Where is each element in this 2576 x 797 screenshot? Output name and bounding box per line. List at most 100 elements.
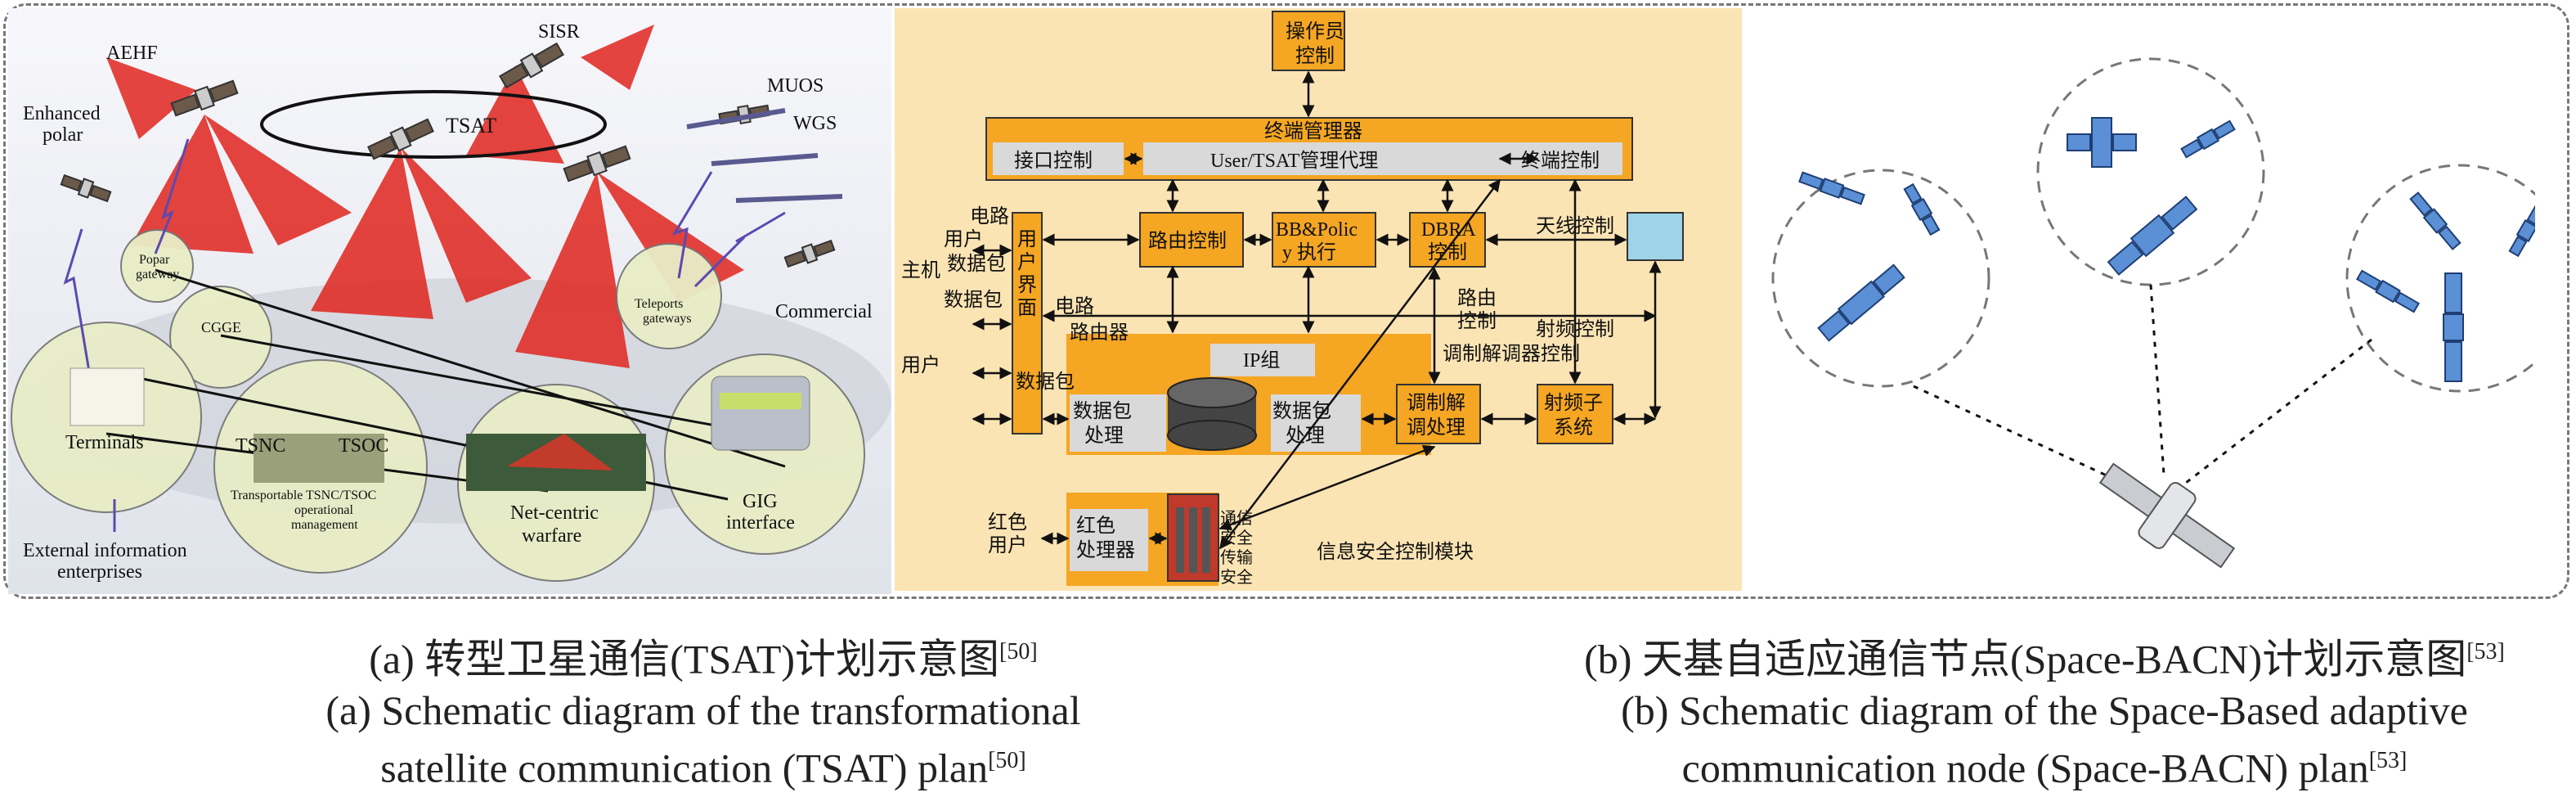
lbl-comsec-2: 安全 [1220, 529, 1253, 547]
label-transportable-1: Transportable TSNC/TSOC [231, 489, 376, 502]
lbl-antenna-ctrl: 天线控制 [1536, 215, 1614, 237]
lbl-red-proc-1: 红色 [1076, 515, 1115, 537]
label-popar: Popar [139, 253, 170, 267]
blue-links [63, 138, 786, 532]
lbl-modem-b: 调处理 [1407, 417, 1465, 439]
lbl-packet-1: 数据包 [947, 253, 1006, 275]
label-enhanced: Enhanced [23, 103, 101, 124]
dashed-frame [3, 3, 2569, 599]
lbl-rf-ctrl: 射频控制 [1536, 318, 1614, 340]
lbl-dbra-1: DBRA [1421, 219, 1476, 241]
router-disk-icon [1167, 377, 1257, 451]
caption-left-en-1: (a) Schematic diagram of the transformat… [325, 687, 1081, 733]
lbl-operator-1: 操作员 [1286, 20, 1344, 43]
tsat-ring [260, 90, 607, 159]
lbl-modem-ctrl: 调制解调器控制 [1443, 343, 1580, 365]
caption-left-cn: (a) 转型卫星通信(TSAT)计划示意图 [369, 636, 1000, 682]
label-tsat: TSAT [446, 114, 496, 137]
lbl-operator-2: 控制 [1295, 45, 1335, 67]
label-gig: GIG [743, 491, 778, 512]
label-tsoc: TSOC [339, 435, 388, 457]
lbl-rf-b: 系统 [1554, 417, 1593, 439]
label-wgs: WGS [793, 113, 837, 134]
lbl-ui-3: 界 [1017, 275, 1037, 296]
lbl-host: 主机 [901, 259, 940, 281]
lbl-circuit-mid: 电路 [1055, 295, 1094, 317]
caption-right-en-2: communication node (Space-BACN) plan [1681, 745, 2369, 791]
lbl-routing-ctrl-2a: 路由 [1457, 287, 1497, 309]
tsat-illustration: AEHF SISR MUOS WGS Enhanced polar TSAT P… [8, 8, 891, 594]
ground-details [70, 367, 810, 491]
label-cgge: CGGE [201, 319, 241, 335]
lbl-bb-policy-1: BB&Polic [1276, 219, 1358, 241]
lbl-comsec-3: 传输 [1220, 548, 1253, 567]
tsat-labels: AEHF SISR MUOS WGS Enhanced polar TSAT P… [23, 21, 873, 583]
block-diagram: 操作员 控制 终端管理器 接口控制 User/TSAT管理代理 终端控制 路由控… [895, 8, 1742, 591]
lbl-rf-a: 射频子 [1544, 392, 1603, 414]
lbl-proc2-a: 数据包 [1272, 400, 1331, 422]
hub-satellite [2098, 462, 2236, 569]
lbl-circuit-left: 电路 [970, 205, 1009, 227]
lbl-dbra-2: 控制 [1428, 241, 1467, 263]
label-teleports-gw: gateways [643, 312, 692, 326]
diagram-arrows [972, 70, 1662, 550]
lbl-user-tsat: User/TSAT管理代理 [1210, 150, 1378, 172]
label-gateway: gateway [136, 268, 179, 281]
lbl-terminal-manager: 终端管理器 [1264, 120, 1362, 142]
wgs-chain [686, 108, 843, 203]
cluster-satellites [1798, 117, 2535, 382]
lbl-packet-2: 数据包 [944, 289, 1003, 311]
label-transportable-3: management [291, 518, 358, 532]
label-external-2: enterprises [57, 561, 142, 583]
lbl-ui-1: 用 [1017, 229, 1037, 250]
lbl-user-1: 用户 [944, 228, 983, 250]
lbl-user-2: 用户 [901, 354, 940, 376]
lbl-routing-ctrl-2b: 控制 [1457, 310, 1497, 332]
caption-right-en-ref: [53] [2368, 747, 2408, 773]
lbl-proc1-a: 数据包 [1073, 400, 1132, 422]
diagram-labels: 操作员 控制 终端管理器 接口控制 User/TSAT管理代理 终端控制 路由控… [901, 20, 1614, 587]
lbl-ip-group: IP组 [1243, 349, 1280, 371]
label-transportable-2: operational [294, 503, 354, 517]
label-polar: polar [43, 124, 83, 146]
caption-left-en-2: satellite communication (TSAT) plan [380, 745, 989, 791]
caption-left-cn-ref: [50] [999, 639, 1038, 664]
lbl-proc1-b: 处理 [1084, 425, 1124, 447]
label-commercial: Commercial [775, 301, 873, 322]
label-interface: interface [726, 512, 795, 534]
lbl-modem-a: 调制解 [1407, 392, 1465, 414]
lbl-infosec: 信息安全控制模块 [1317, 541, 1474, 563]
label-muos: MUOS [767, 75, 824, 97]
label-external-1: External information [23, 540, 187, 561]
caption-right-en-1: (b) Schematic diagram of the Space-Based… [1621, 687, 2468, 733]
lbl-red-user-1: 红色 [988, 511, 1027, 534]
caption-right-cn: (b) 天基自适应通信节点(Space-BACN)计划示意图 [1584, 636, 2467, 682]
crosslinks [1913, 284, 2372, 498]
lbl-red-proc-2: 处理器 [1076, 539, 1135, 561]
lbl-routing-ctrl: 路由控制 [1148, 230, 1227, 252]
lbl-bb-policy-2: y 执行 [1282, 241, 1336, 263]
security-module-icon [1176, 507, 1210, 573]
lbl-red-user-2: 用户 [988, 534, 1027, 556]
lbl-ui-2: 户 [1017, 251, 1037, 273]
label-aehf: AEHF [106, 43, 158, 64]
lbl-ui-4: 面 [1017, 298, 1037, 319]
lbl-router: 路由器 [1070, 322, 1129, 344]
space-bacn-illustration [1771, 57, 2535, 569]
caption-right-cn-ref: [53] [2466, 639, 2505, 664]
lbl-packet-3: 数据包 [1016, 371, 1075, 393]
label-sisr: SISR [538, 21, 580, 43]
label-terminals: Terminals [65, 432, 144, 453]
lbl-proc2-b: 处理 [1286, 425, 1325, 447]
label-teleports: Teleports [635, 297, 683, 311]
caption-right: (b) 天基自适应通信节点(Space-BACN)计划示意图[53] (b) S… [1521, 627, 2568, 793]
lbl-comsec-4: 安全 [1220, 568, 1253, 587]
lbl-comsec-1: 通信 [1220, 509, 1253, 528]
lbl-terminal-ctrl: 终端控制 [1521, 150, 1600, 172]
label-netcentric: Net-centric [510, 502, 599, 524]
caption-left-en-ref: [50] [988, 747, 1026, 773]
lbl-interface-ctrl: 接口控制 [1014, 150, 1093, 172]
caption-left: (a) 转型卫星通信(TSAT)计划示意图[50] (a) Schematic … [278, 627, 1129, 793]
label-tsnc: TSNC [236, 435, 285, 457]
label-warfare: warfare [522, 525, 581, 547]
